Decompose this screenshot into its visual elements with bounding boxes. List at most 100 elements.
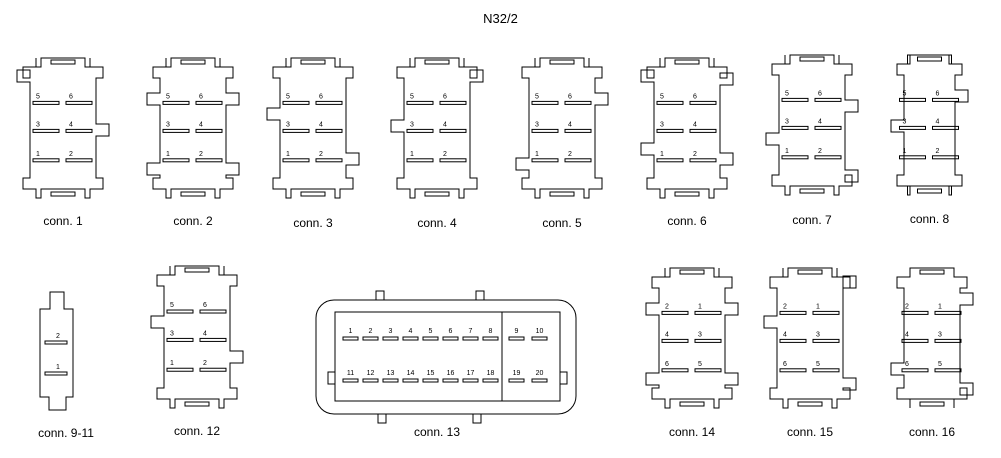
connector-label: conn. 16 — [909, 425, 955, 439]
pin-number: 5 — [785, 90, 789, 97]
pin-number: 5 — [286, 93, 290, 100]
pin-terminal — [482, 378, 499, 383]
pin-terminal — [439, 100, 467, 105]
pin-number: 13 — [387, 370, 395, 377]
pin-number: 6 — [69, 93, 73, 100]
connector-label: conn. 7 — [792, 213, 832, 227]
connector-housing — [266, 57, 360, 199]
connector-housing — [390, 57, 484, 199]
pin-terminal — [402, 336, 419, 341]
pin-terminal — [282, 128, 310, 133]
pin-terminal — [899, 155, 926, 160]
pin-number: 18 — [487, 370, 495, 377]
key-notch — [327, 371, 335, 385]
pin-number: 2 — [936, 148, 940, 155]
pin-terminal — [899, 125, 926, 130]
pin-terminal — [508, 336, 525, 341]
pin-number: 4 — [443, 121, 447, 128]
pin-number: 14 — [407, 370, 415, 377]
key-notch — [560, 371, 568, 385]
pin-number: 1 — [56, 364, 60, 371]
pin-number: 1 — [535, 151, 539, 158]
pin-number: 1 — [816, 303, 820, 310]
pin-terminal — [382, 336, 399, 341]
pin-number: 3 — [785, 118, 789, 125]
pin-number: 6 — [936, 90, 940, 97]
pin-terminal — [779, 338, 807, 343]
connector-housing — [890, 54, 969, 196]
pin-terminal — [162, 100, 190, 105]
pin-terminal — [934, 368, 962, 373]
pin-number: 2 — [369, 328, 373, 335]
pin-terminal — [315, 100, 343, 105]
connector-housing — [150, 265, 244, 409]
pin-number: 4 — [665, 331, 669, 338]
pin-number: 5 — [535, 93, 539, 100]
pin-number: 2 — [443, 151, 447, 158]
pin-number: 6 — [203, 302, 207, 309]
connector-label: conn. 14 — [669, 425, 715, 439]
pin-number: 16 — [447, 370, 455, 377]
pin-number: 1 — [166, 151, 170, 158]
pin-number: 6 — [783, 361, 787, 368]
pin-terminal — [779, 310, 807, 315]
pin-terminal — [812, 310, 840, 315]
pin-number: 6 — [443, 93, 447, 100]
pin-terminal — [382, 378, 399, 383]
connector-label: conn. 4 — [417, 216, 457, 230]
connector-label: conn. 15 — [787, 425, 833, 439]
latch-tab — [375, 290, 385, 301]
pin-terminal — [901, 310, 929, 315]
connector-label: conn. 12 — [174, 424, 220, 438]
pin-terminal — [932, 97, 959, 102]
pin-terminal — [656, 158, 684, 163]
pin-number: 5 — [166, 93, 170, 100]
connector-housing — [640, 57, 734, 199]
pin-number: 6 — [665, 361, 669, 368]
pin-terminal — [901, 368, 929, 373]
pin-terminal — [531, 158, 559, 163]
pin-number: 3 — [36, 121, 40, 128]
pin-terminal — [899, 97, 926, 102]
pin-number: 1 — [349, 328, 353, 335]
pin-number: 5 — [816, 361, 820, 368]
pin-terminal — [166, 337, 194, 342]
pin-number: 4 — [568, 121, 572, 128]
pin-terminal — [564, 128, 592, 133]
latch-tab — [300, 191, 326, 197]
pin-number: 5 — [660, 93, 664, 100]
pin-terminal — [439, 128, 467, 133]
connector-housing — [765, 54, 859, 196]
pin-number: 19 — [513, 370, 521, 377]
connector-housing — [39, 291, 74, 411]
pin-number: 4 — [199, 121, 203, 128]
pin-number: 2 — [319, 151, 323, 158]
connector-inner-frame — [334, 311, 561, 402]
pin-number: 4 — [693, 121, 697, 128]
connector-housing — [645, 267, 739, 409]
pin-terminal — [814, 155, 842, 160]
pin-number: 1 — [286, 151, 290, 158]
pin-number: 6 — [568, 93, 572, 100]
pin-number: 5 — [429, 328, 433, 335]
pin-number: 2 — [199, 151, 203, 158]
pin-terminal — [199, 309, 227, 314]
connector-housing — [763, 267, 857, 409]
connector-housing — [890, 267, 974, 408]
latch-tab — [679, 269, 705, 275]
pin-number: 1 — [903, 148, 907, 155]
pin-terminal — [661, 310, 689, 315]
pin-terminal — [406, 128, 434, 133]
pin-terminal — [199, 367, 227, 372]
pin-terminal — [442, 336, 459, 341]
pin-number: 5 — [36, 93, 40, 100]
connector-label: conn. 6 — [667, 214, 707, 228]
latch-tab — [377, 413, 387, 424]
pin-terminal — [689, 100, 717, 105]
latch-tab — [184, 267, 210, 273]
pin-number: 3 — [166, 121, 170, 128]
